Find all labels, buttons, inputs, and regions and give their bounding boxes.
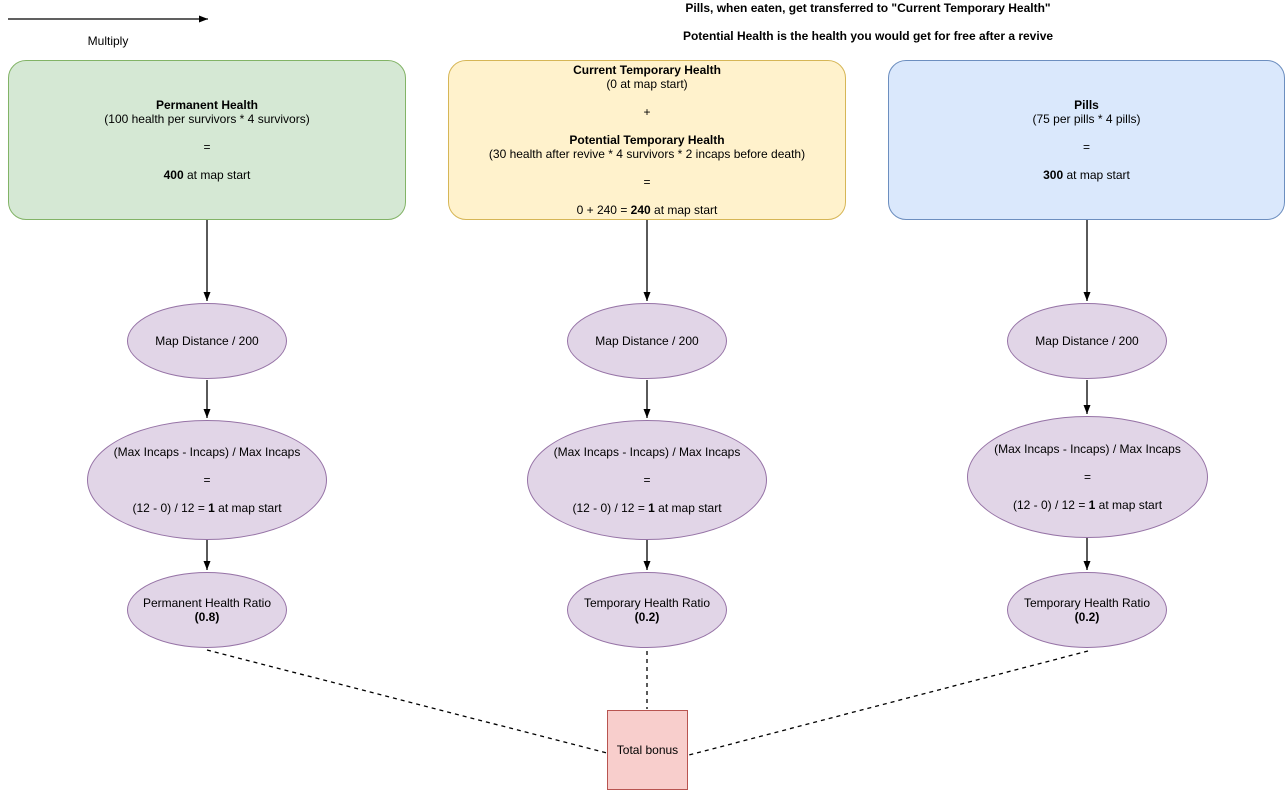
- permanent-box-formula: (100 health per survivors * 4 survivors): [104, 112, 310, 126]
- pills-box-result: 300 at map start: [1043, 168, 1130, 182]
- ratio-value: (0.8): [194, 610, 220, 624]
- map-distance-ellipse-1: Map Distance / 200: [127, 303, 287, 379]
- incaps-result-value: 1: [648, 501, 655, 515]
- ratio-label: Temporary Health Ratio: [583, 596, 711, 610]
- incaps-equals: =: [1083, 470, 1091, 484]
- permanent-box-title: Permanent Health: [155, 98, 259, 112]
- dashed-ratio3-to-total: [688, 650, 1089, 756]
- map-distance-label: Map Distance / 200: [155, 334, 259, 348]
- pills-box-result-suffix: at map start: [1063, 168, 1130, 182]
- incaps-formula: (Max Incaps - Incaps) / Max Incaps: [113, 445, 301, 459]
- total-bonus-box: Total bonus: [607, 710, 688, 790]
- permanent-box-equals: =: [203, 140, 211, 154]
- temporary-box-plus: +: [643, 105, 651, 119]
- incaps-formula: (Max Incaps - Incaps) / Max Incaps: [994, 442, 1181, 456]
- incaps-result-value: 1: [208, 501, 215, 515]
- incaps-result-prefix: (12 - 0) / 12 =: [132, 501, 209, 515]
- permanent-box-result: 400 at map start: [164, 168, 251, 182]
- incaps-equals: =: [203, 473, 211, 487]
- note-pills-transfer: Pills, when eaten, get transferred to "C…: [685, 1, 1051, 15]
- permanent-health-box: Permanent Health (100 health per survivo…: [8, 60, 406, 220]
- incaps-result-suffix: at map start: [214, 501, 282, 515]
- permanent-box-result-value: 400: [163, 168, 184, 182]
- temporary-box-formula2: (30 health after revive * 4 survivors * …: [488, 147, 806, 161]
- incaps-result: (12 - 0) / 12 = 1 at map start: [572, 501, 721, 515]
- dashed-ratio1-to-total: [206, 649, 608, 754]
- incaps-equals: =: [643, 473, 651, 487]
- permanent-box-result-suffix: at map start: [183, 168, 251, 182]
- incaps-result: (12 - 0) / 12 = 1 at map start: [1013, 498, 1162, 512]
- total-bonus-label: Total bonus: [616, 743, 679, 757]
- ratio-label: Permanent Health Ratio: [142, 596, 272, 610]
- temporary-box-result-value: 240: [630, 203, 651, 217]
- ratio-label: Temporary Health Ratio: [1023, 596, 1151, 610]
- pills-box-title: Pills: [1074, 98, 1099, 112]
- temporary-box-title2: Potential Temporary Health: [569, 133, 725, 147]
- incaps-formula: (Max Incaps - Incaps) / Max Incaps: [553, 445, 741, 459]
- incaps-result: (12 - 0) / 12 = 1 at map start: [132, 501, 281, 515]
- temporary-box-title1: Current Temporary Health: [573, 63, 721, 77]
- temporary-box-equals: =: [643, 175, 651, 189]
- incaps-ellipse-1: (Max Incaps - Incaps) / Max Incaps = (12…: [87, 420, 327, 540]
- incaps-ellipse-2: (Max Incaps - Incaps) / Max Incaps = (12…: [527, 420, 767, 540]
- incaps-result-value: 1: [1088, 498, 1096, 512]
- temporary-health-box: Current Temporary Health (0 at map start…: [448, 60, 846, 220]
- temporary-box-result: 0 + 240 = 240 at map start: [577, 203, 718, 217]
- incaps-result-prefix: (12 - 0) / 12 =: [1012, 498, 1089, 512]
- map-distance-ellipse-2: Map Distance / 200: [567, 303, 727, 379]
- note-potential-health: Potential Health is the health you would…: [682, 29, 1054, 43]
- pills-box-equals: =: [1082, 140, 1090, 154]
- map-distance-label: Map Distance / 200: [1035, 334, 1139, 348]
- map-distance-label: Map Distance / 200: [595, 334, 699, 348]
- pills-box-result-value: 300: [1043, 168, 1064, 182]
- temporary-box-result-suffix: at map start: [650, 203, 718, 217]
- temporary-ratio-ellipse-mid: Temporary Health Ratio (0.2): [567, 572, 727, 648]
- incaps-result-suffix: at map start: [654, 501, 722, 515]
- incaps-result-suffix: at map start: [1095, 498, 1163, 512]
- permanent-ratio-ellipse: Permanent Health Ratio (0.8): [127, 572, 287, 648]
- map-distance-ellipse-3: Map Distance / 200: [1007, 303, 1167, 379]
- temporary-box-result-prefix: 0 + 240 =: [576, 203, 631, 217]
- temporary-box-subtitle1: (0 at map start): [606, 77, 688, 91]
- incaps-ellipse-3: (Max Incaps - Incaps) / Max Incaps = (12…: [967, 416, 1208, 538]
- temporary-ratio-ellipse-right: Temporary Health Ratio (0.2): [1007, 572, 1167, 648]
- ratio-value: (0.2): [634, 610, 660, 624]
- multiply-arrow-label: Multiply: [87, 34, 129, 48]
- incaps-result-prefix: (12 - 0) / 12 =: [572, 501, 649, 515]
- pills-box: Pills (75 per pills * 4 pills) = 300 at …: [888, 60, 1285, 220]
- pills-box-formula: (75 per pills * 4 pills): [1032, 112, 1141, 126]
- ratio-value: (0.2): [1074, 610, 1100, 624]
